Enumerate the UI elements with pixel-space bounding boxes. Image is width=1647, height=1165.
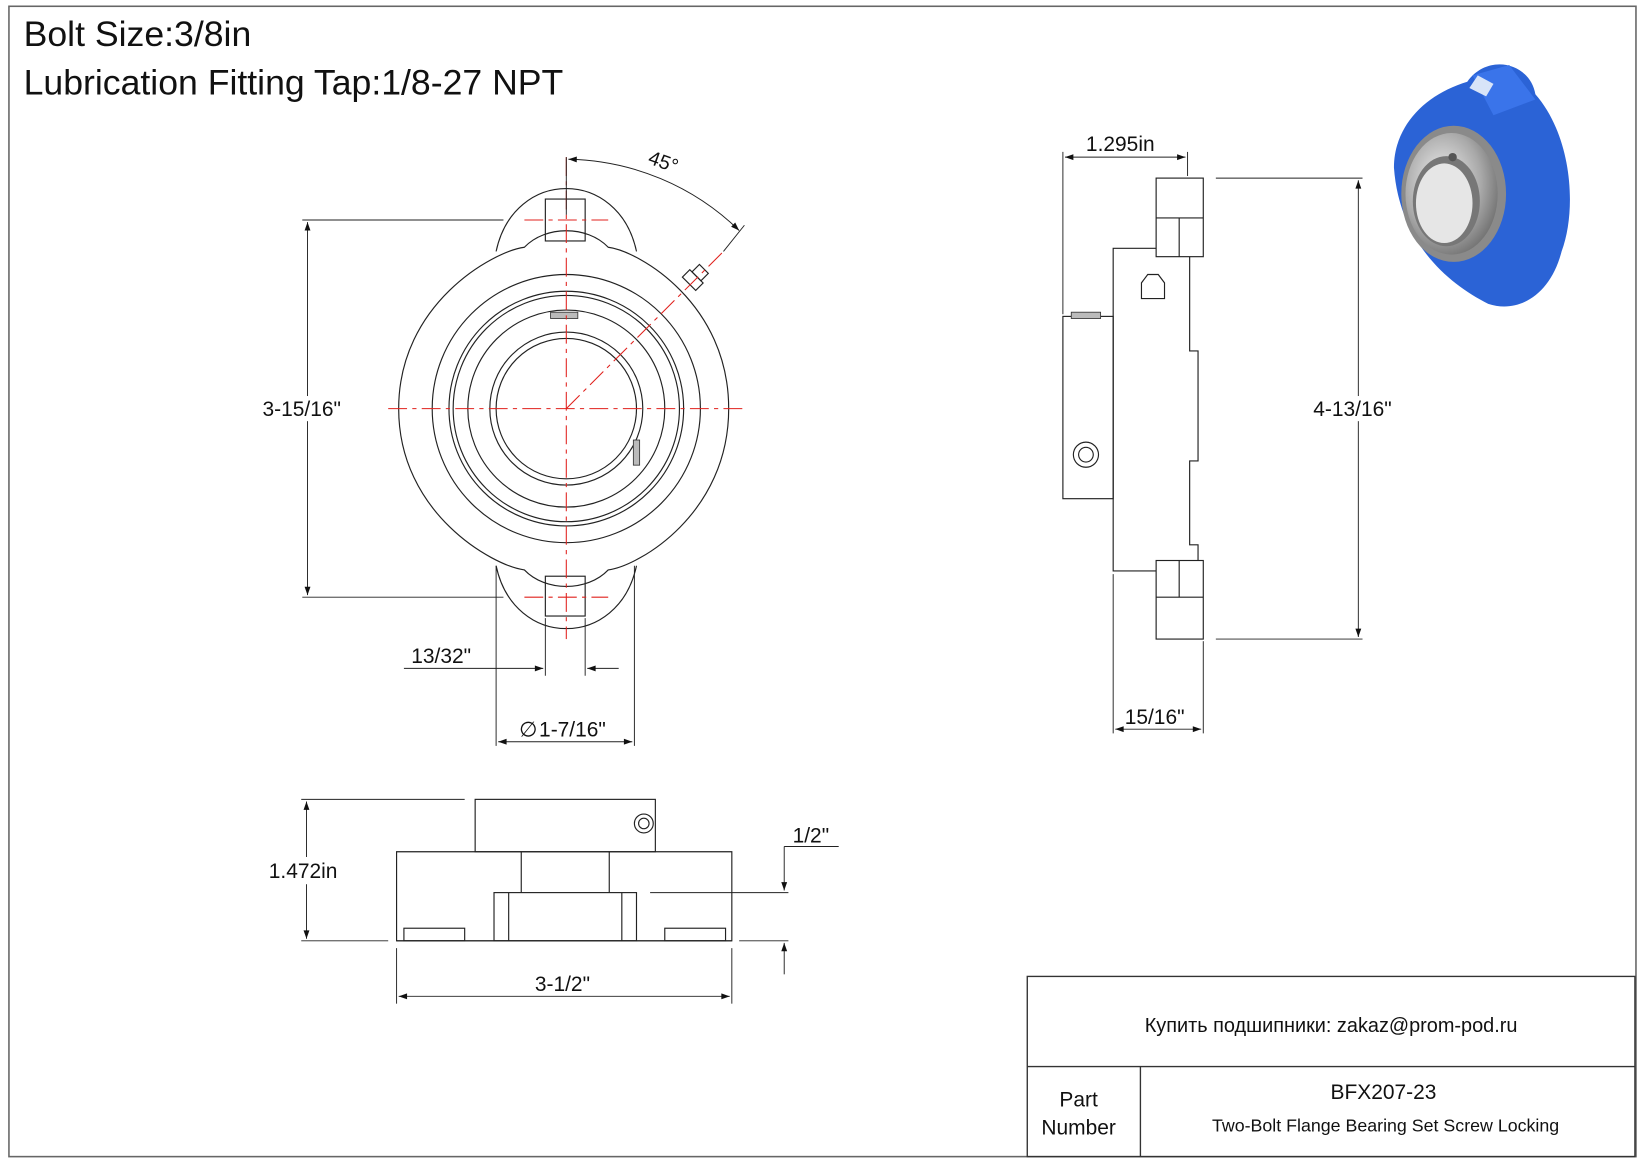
bottom-view: 1.472in 1/2" 3-1/2" bbox=[266, 798, 839, 1004]
grease-fitting bbox=[681, 263, 710, 292]
part-number: BFX207-23 bbox=[1331, 1081, 1437, 1104]
slot-dim: 13/32" bbox=[411, 645, 471, 668]
title-block: Купить подшипники: zakaz@prom-pod.ru Par… bbox=[1026, 975, 1636, 1158]
diameter-symbol: ∅ bbox=[519, 719, 537, 742]
height-dim-side: 4-13/16" bbox=[1313, 398, 1391, 421]
set-screw bbox=[550, 311, 579, 319]
bolt-size-label: Bolt Size:3/8in bbox=[24, 14, 252, 54]
height-dim-front: 3-15/16" bbox=[262, 398, 340, 421]
number-label: Number bbox=[1041, 1117, 1115, 1140]
sheet-border bbox=[8, 5, 1637, 1158]
offset-dim: 1/2" bbox=[793, 824, 830, 847]
part-description: Two-Bolt Flange Bearing Set Screw Lockin… bbox=[1212, 1115, 1559, 1135]
side-view: 1.295in 4-13/16" 15/16" bbox=[1062, 133, 1405, 734]
hub-dim: 1-7/16" bbox=[539, 719, 606, 742]
front-view: 45° 3-15/16" 13/32" ∅ 1-7/16" bbox=[260, 147, 745, 746]
bearing-3d-image bbox=[1393, 64, 1570, 307]
lube-fitting-label: Lubrication Fitting Tap:1/8-27 NPT bbox=[24, 62, 564, 102]
part-label: Part bbox=[1059, 1088, 1098, 1111]
buy-text: Купить подшипники: zakaz@prom-pod.ru bbox=[1145, 1015, 1518, 1037]
angle-dim: 45° bbox=[645, 147, 681, 178]
height-dim-bottom: 1.472in bbox=[269, 860, 338, 883]
width-dim-bottom: 3-1/2" bbox=[535, 973, 590, 996]
width-dim-side: 1.295in bbox=[1086, 133, 1155, 156]
flange-dim: 15/16" bbox=[1125, 706, 1185, 729]
